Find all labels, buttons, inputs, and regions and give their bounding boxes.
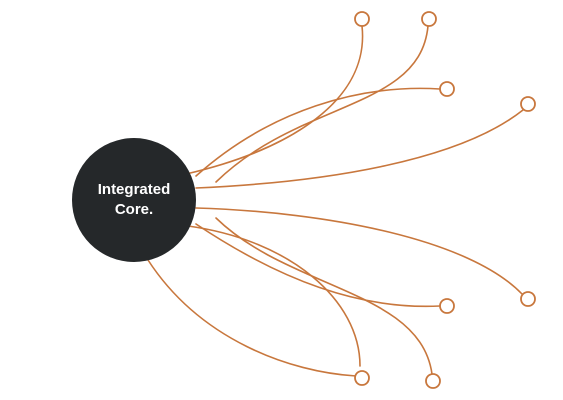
endpoint-node-bottom-left[interactable] bbox=[354, 370, 370, 386]
connector-line bbox=[195, 223, 441, 308]
connector-line bbox=[195, 207, 523, 295]
connector-line bbox=[187, 225, 361, 367]
endpoint-node-bottom-right[interactable] bbox=[425, 373, 441, 389]
endpoint-node-top-left[interactable] bbox=[354, 11, 370, 27]
connector-line bbox=[215, 25, 429, 183]
endpoint-node-lower-mid[interactable] bbox=[439, 298, 455, 314]
connector-line bbox=[147, 259, 357, 377]
connector-line bbox=[215, 217, 433, 375]
core-node[interactable] bbox=[72, 138, 196, 262]
endpoint-node-upper-far-right[interactable] bbox=[520, 96, 536, 112]
connector-line bbox=[195, 87, 441, 177]
endpoint-node-top-right[interactable] bbox=[421, 11, 437, 27]
connector-line bbox=[195, 109, 524, 189]
endpoint-node-lower-far-right[interactable] bbox=[520, 291, 536, 307]
endpoint-node-upper-mid[interactable] bbox=[439, 81, 455, 97]
connector-line bbox=[185, 25, 364, 175]
